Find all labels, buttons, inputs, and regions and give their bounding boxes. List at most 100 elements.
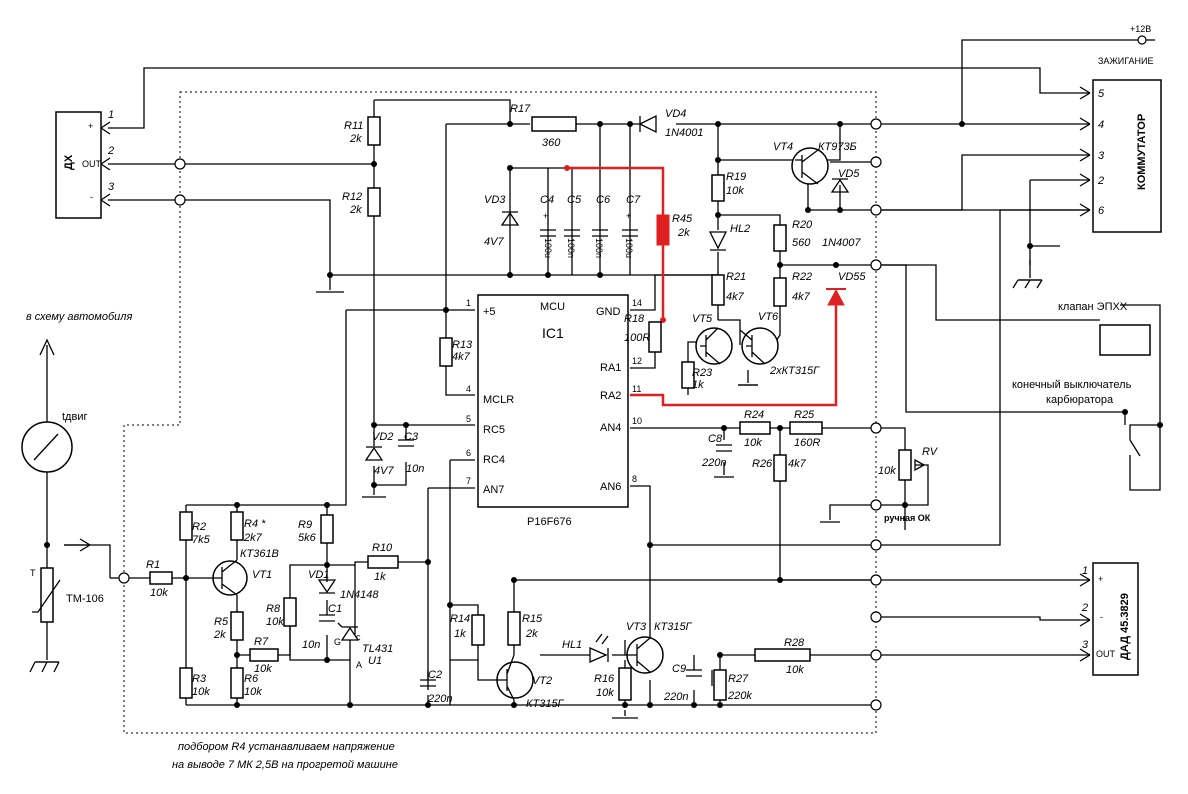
svg-text:ТМ-106: ТМ-106 [66, 593, 104, 605]
svg-text:R16: R16 [594, 673, 615, 685]
svg-text:RA1: RA1 [600, 362, 621, 374]
svg-text:10k: 10k [192, 686, 210, 698]
svg-text:+12В: +12В [1130, 24, 1151, 34]
svg-text:5: 5 [466, 414, 471, 424]
svg-text:5k6: 5k6 [298, 532, 317, 544]
resistor-r21 [711, 274, 725, 306]
svg-text:+5: +5 [483, 306, 496, 318]
resistor-r18 [648, 321, 662, 353]
svg-text:10k: 10k [786, 664, 804, 676]
svg-text:R13: R13 [452, 339, 473, 351]
resistor-r2 [179, 511, 193, 541]
svg-text:+: + [88, 121, 93, 131]
svg-text:6: 6 [1098, 205, 1105, 217]
svg-text:7k5: 7k5 [192, 534, 211, 546]
svg-text:карбюратора: карбюратора [1046, 394, 1114, 406]
svg-text:VT6: VT6 [758, 311, 779, 323]
svg-text:1N4148: 1N4148 [340, 589, 379, 601]
svg-text:10k: 10k [244, 686, 262, 698]
svg-text:2: 2 [107, 145, 114, 157]
thermistor-tm106 [40, 567, 54, 623]
svg-text:10k: 10k [150, 587, 168, 599]
svg-text:C6: C6 [596, 194, 611, 206]
svg-text:4: 4 [1098, 119, 1104, 131]
svg-text:R7: R7 [254, 636, 269, 648]
svg-text:4: 4 [466, 384, 471, 394]
svg-text:R15: R15 [522, 613, 543, 625]
svg-text:КТ315Г: КТ315Г [526, 698, 565, 710]
resistor-r12 [367, 187, 381, 217]
resistor-r23 [681, 361, 695, 389]
svg-text:R10: R10 [372, 542, 393, 554]
svg-text:VT5: VT5 [692, 313, 713, 325]
svg-text:U1: U1 [368, 655, 382, 667]
svg-text:+: + [543, 211, 548, 221]
svg-text:8: 8 [632, 474, 637, 484]
svg-text:7: 7 [466, 476, 471, 486]
resistor-r16 [618, 667, 632, 701]
svg-text:2: 2 [1081, 602, 1088, 614]
svg-text:AN6: AN6 [600, 481, 621, 493]
svg-text:2k: 2k [349, 204, 362, 216]
commutator: КОММУТАТОР 5 4 3 2 6 [1079, 79, 1162, 233]
resistor-r45 [656, 214, 670, 246]
svg-text:C2: C2 [428, 669, 442, 681]
svg-text:3: 3 [108, 181, 115, 193]
resistor-rv [898, 449, 912, 481]
svg-text:RC4: RC4 [483, 454, 505, 466]
svg-text:tдвиг: tдвиг [62, 411, 87, 423]
svg-text:100u: 100u [543, 238, 553, 258]
svg-text:TL431: TL431 [362, 643, 393, 655]
transistors [200, 147, 829, 701]
svg-text:R19: R19 [726, 171, 746, 183]
svg-text:R8: R8 [266, 603, 281, 615]
svg-text:клапан ЭПХХ: клапан ЭПХХ [1058, 301, 1128, 313]
resistor-r8 [283, 597, 297, 627]
board-outline [123, 91, 877, 734]
svg-text:VD4: VD4 [665, 108, 686, 120]
svg-text:R23: R23 [692, 367, 713, 379]
dx-sensor: ДХ + OUT - 1 2 3 [55, 109, 115, 219]
svg-text:ручная ОК: ручная ОК [884, 513, 931, 523]
resistor-r22 [773, 277, 787, 307]
labels: +12В ЗАЖИГАНИЕ R11 2k R12 2k R17 360 VD4… [26, 24, 1153, 771]
svg-text:2k: 2k [213, 629, 226, 641]
resistor-r6 [230, 667, 244, 699]
svg-text:160R: 160R [794, 437, 820, 449]
svg-text:R18: R18 [624, 313, 645, 325]
svg-text:VT1: VT1 [252, 569, 272, 581]
svg-text:R4 *: R4 * [244, 518, 266, 530]
resistor-r15 [507, 611, 521, 646]
svg-text:4V7: 4V7 [374, 465, 394, 477]
resistor-r24 [739, 421, 771, 435]
diodes [317, 114, 850, 663]
mcu-type: MCU [540, 301, 565, 313]
svg-text:R3: R3 [192, 673, 207, 685]
svg-text:T: T [30, 568, 36, 578]
resistor-r5 [230, 611, 244, 641]
resistor-r25 [789, 421, 823, 435]
svg-text:R17: R17 [510, 103, 531, 115]
svg-text:R28: R28 [784, 637, 805, 649]
svg-text:ЗАЖИГАНИЕ: ЗАЖИГАНИЕ [1098, 56, 1153, 66]
dx-label: ДХ [63, 154, 75, 170]
svg-text:R14: R14 [450, 613, 470, 625]
svg-text:в схему автомобиля: в схему автомобиля [26, 311, 132, 323]
svg-text:14: 14 [632, 298, 642, 308]
svg-text:1N4001: 1N4001 [665, 127, 704, 139]
svg-text:220k: 220k [727, 690, 752, 702]
resistor-r11 [367, 116, 381, 146]
svg-text:R1: R1 [146, 559, 160, 571]
svg-text:10k: 10k [254, 663, 272, 675]
svg-text:3: 3 [1082, 639, 1089, 651]
svg-text:VT3: VT3 [626, 621, 647, 633]
svg-text:-: - [90, 192, 93, 202]
resistor-r4 [230, 511, 244, 541]
resistor-r17 [531, 116, 577, 132]
svg-text:220n: 220n [701, 457, 726, 469]
svg-text:R26: R26 [752, 458, 773, 470]
svg-text:VD5: VD5 [838, 168, 860, 180]
svg-text:C1: C1 [328, 603, 342, 615]
capacitors [319, 229, 732, 687]
resistors [32, 116, 926, 701]
